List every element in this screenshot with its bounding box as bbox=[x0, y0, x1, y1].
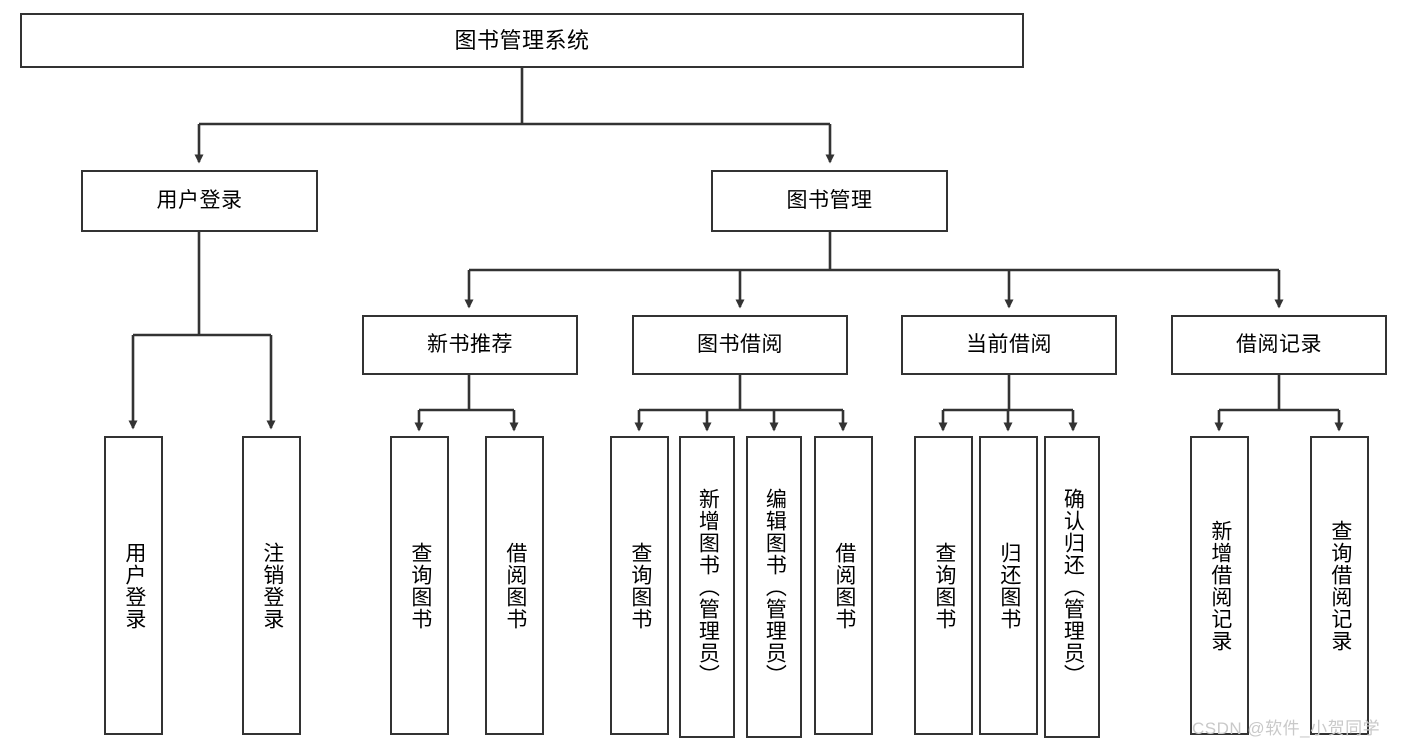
leaf-book-borrow-add-book-admin[interactable]: 新增图书（管理员） bbox=[679, 436, 735, 738]
leaf-borrow-record-query-record[interactable]: 查询借阅记录 bbox=[1310, 436, 1369, 735]
leaf-current-borrow-query-book[interactable]: 查询图书 bbox=[914, 436, 973, 735]
leaf-new-book-borrow-book[interactable]: 借阅图书 bbox=[485, 436, 544, 735]
csdn-watermark: CSDN @软件_小贺同学 bbox=[1192, 719, 1381, 738]
leaf-book-borrow-query-book[interactable]: 查询图书 bbox=[610, 436, 669, 735]
leaf-user-login-login[interactable]: 用户登录 bbox=[104, 436, 163, 735]
node-new-book-recommend[interactable]: 新书推荐 bbox=[362, 315, 578, 375]
leaf-current-borrow-return-book[interactable]: 归还图书 bbox=[979, 436, 1038, 735]
leaf-borrow-record-add-record[interactable]: 新增借阅记录 bbox=[1190, 436, 1249, 735]
leaf-new-book-query-book[interactable]: 查询图书 bbox=[390, 436, 449, 735]
node-user-login[interactable]: 用户登录 bbox=[81, 170, 318, 232]
node-root-book-management-system[interactable]: 图书管理系统 bbox=[20, 13, 1024, 68]
node-current-borrow[interactable]: 当前借阅 bbox=[901, 315, 1117, 375]
leaf-book-borrow-edit-book-admin[interactable]: 编辑图书（管理员） bbox=[746, 436, 802, 738]
node-book-borrow[interactable]: 图书借阅 bbox=[632, 315, 848, 375]
leaf-user-login-logout[interactable]: 注销登录 bbox=[242, 436, 301, 735]
node-borrow-record[interactable]: 借阅记录 bbox=[1171, 315, 1387, 375]
leaf-current-borrow-confirm-return-admin[interactable]: 确认归还（管理员） bbox=[1044, 436, 1100, 738]
leaf-book-borrow-borrow-book[interactable]: 借阅图书 bbox=[814, 436, 873, 735]
node-book-management[interactable]: 图书管理 bbox=[711, 170, 948, 232]
